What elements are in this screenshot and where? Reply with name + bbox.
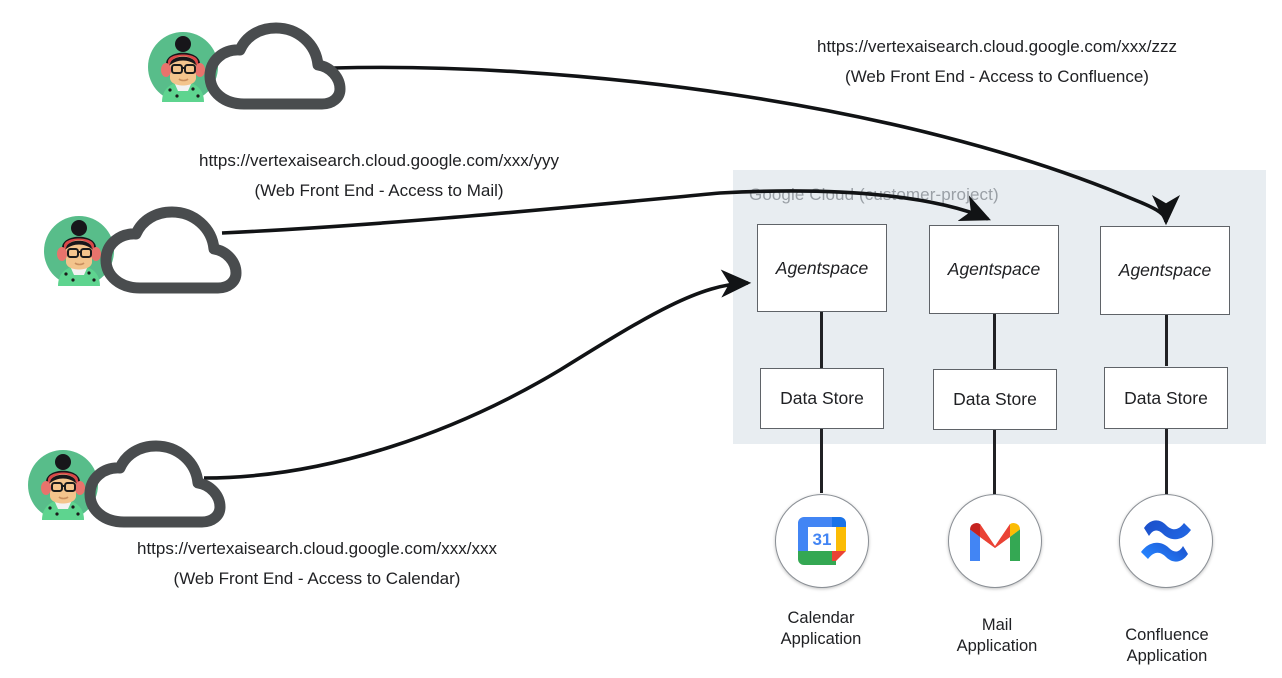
agentspace-box-mail[interactable]: Agentspace (929, 225, 1059, 314)
connector-agentspace-datastore-confluence (1165, 314, 1168, 366)
gmail-icon (970, 523, 1020, 561)
agentspace-label: Agentspace (775, 257, 869, 278)
url-text-calendar: https://vertexaisearch.cloud.google.com/… (137, 539, 497, 558)
user-avatar-icon (28, 450, 98, 520)
url-label-calendar: https://vertexaisearch.cloud.google.com/… (126, 534, 508, 594)
datastore-box-confluence[interactable]: Data Store (1104, 367, 1228, 429)
calendar-application-icon-circle[interactable]: 31 (775, 494, 869, 588)
url-text-confluence: https://vertexaisearch.cloud.google.com/… (817, 37, 1177, 56)
connector-agentspace-datastore-mail (993, 313, 996, 369)
connector-datastore-app-calendar (820, 429, 823, 493)
cloud-icon (204, 22, 346, 110)
confluence-application-label-line2: Application (1126, 647, 1208, 665)
datastore-box-calendar[interactable]: Data Store (760, 368, 884, 429)
client-mail-user[interactable] (44, 206, 242, 294)
client-confluence-user[interactable] (148, 22, 346, 110)
cloud-icon (84, 440, 226, 528)
agentspace-box-calendar[interactable]: Agentspace (757, 224, 887, 312)
agentspace-label: Agentspace (947, 259, 1041, 279)
url-caption-confluence: (Web Front End - Access to Confluence) (845, 67, 1149, 86)
agentspace-box-confluence[interactable]: Agentspace (1100, 226, 1230, 315)
connector-datastore-app-confluence (1165, 429, 1168, 495)
mail-application-icon-circle[interactable] (948, 494, 1042, 588)
user-avatar-icon (44, 216, 114, 286)
confluence-application-icon-circle[interactable] (1119, 494, 1213, 588)
confluence-application-label-line1: Confluence (1125, 626, 1209, 644)
google-cloud-region-label: Google Cloud (customer-project) (749, 185, 999, 204)
connector-datastore-app-mail (993, 430, 996, 495)
google-calendar-icon: 31 (798, 517, 846, 565)
url-caption-calendar: (Web Front End - Access to Calendar) (173, 569, 461, 588)
mail-application-label-line1: Mail (981, 616, 1013, 634)
agentspace-label: Agentspace (1118, 260, 1212, 280)
calendar-application-label-line1: Calendar (787, 609, 855, 627)
url-label-mail: https://vertexaisearch.cloud.google.com/… (188, 146, 570, 206)
confluence-application-label: Confluence Application (1072, 625, 1262, 667)
url-text-mail: https://vertexaisearch.cloud.google.com/… (199, 151, 559, 170)
datastore-box-mail[interactable]: Data Store (933, 369, 1057, 430)
datastore-label: Data Store (1124, 387, 1208, 408)
calendar-day-number: 31 (813, 530, 832, 549)
confluence-icon (1141, 520, 1191, 562)
datastore-label: Data Store (953, 389, 1037, 409)
url-label-confluence: https://vertexaisearch.cloud.google.com/… (806, 32, 1188, 92)
user-avatar-icon (148, 32, 218, 102)
calendar-application-label-line2: Application (780, 630, 862, 648)
cloud-icon (100, 206, 242, 294)
calendar-application-label: Calendar Application (726, 608, 916, 650)
mail-application-label: Mail Application (902, 615, 1092, 657)
client-calendar-user[interactable] (28, 440, 226, 528)
datastore-label: Data Store (780, 388, 864, 408)
url-caption-mail: (Web Front End - Access to Mail) (254, 181, 504, 200)
connector-agentspace-datastore-calendar (820, 311, 823, 369)
mail-application-label-line2: Application (956, 637, 1038, 655)
arrow-calendar-user-to-agentspace (203, 269, 752, 480)
